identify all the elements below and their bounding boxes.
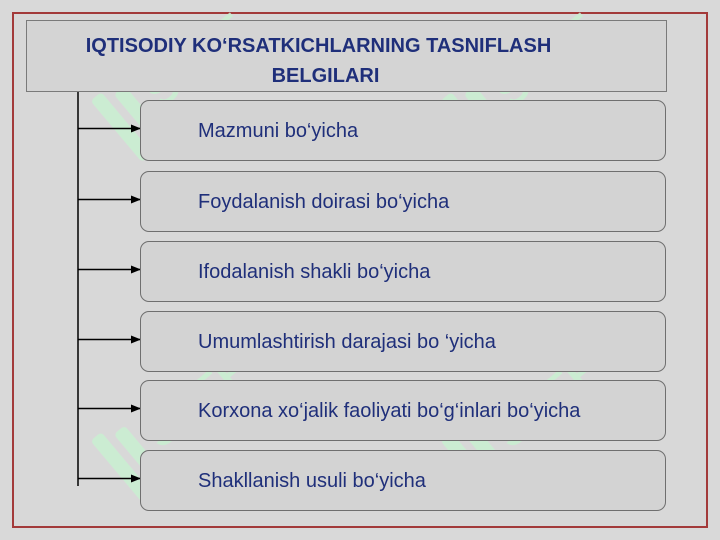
title-box xyxy=(26,20,667,92)
item-label: Shakllanish usuli bo‘yicha xyxy=(198,470,426,492)
classification-item: Umumlashtirish darajasi bo ‘yicha xyxy=(140,311,666,372)
classification-item: Korxona xo‘jalik faoliyati bo‘g‘inlari b… xyxy=(140,380,666,441)
diagram-title: IQTISODIY KO‘RSATKICHLARNING TASNIFLASH … xyxy=(26,31,667,91)
item-label: Ifodalanish shakli bo‘yicha xyxy=(198,261,431,283)
item-label: Umumlashtirish darajasi bo ‘yicha xyxy=(198,331,496,353)
title-line-2: BELGILARI xyxy=(271,65,380,87)
classification-item: Shakllanish usuli bo‘yicha xyxy=(140,450,666,511)
classification-item: Foydalanish doirasi bo‘yicha xyxy=(140,171,666,232)
classification-item: Ifodalanish shakli bo‘yicha xyxy=(140,241,666,302)
item-label: Mazmuni bo‘yicha xyxy=(198,120,359,142)
title-line-1: IQTISODIY KO‘RSATKICHLARNING TASNIFLASH xyxy=(85,35,552,57)
item-label: Korxona xo‘jalik faoliyati bo‘g‘inlari b… xyxy=(198,400,581,422)
item-label: Foydalanish doirasi bo‘yicha xyxy=(198,191,450,213)
classification-item: Mazmuni bo‘yicha xyxy=(140,100,666,161)
